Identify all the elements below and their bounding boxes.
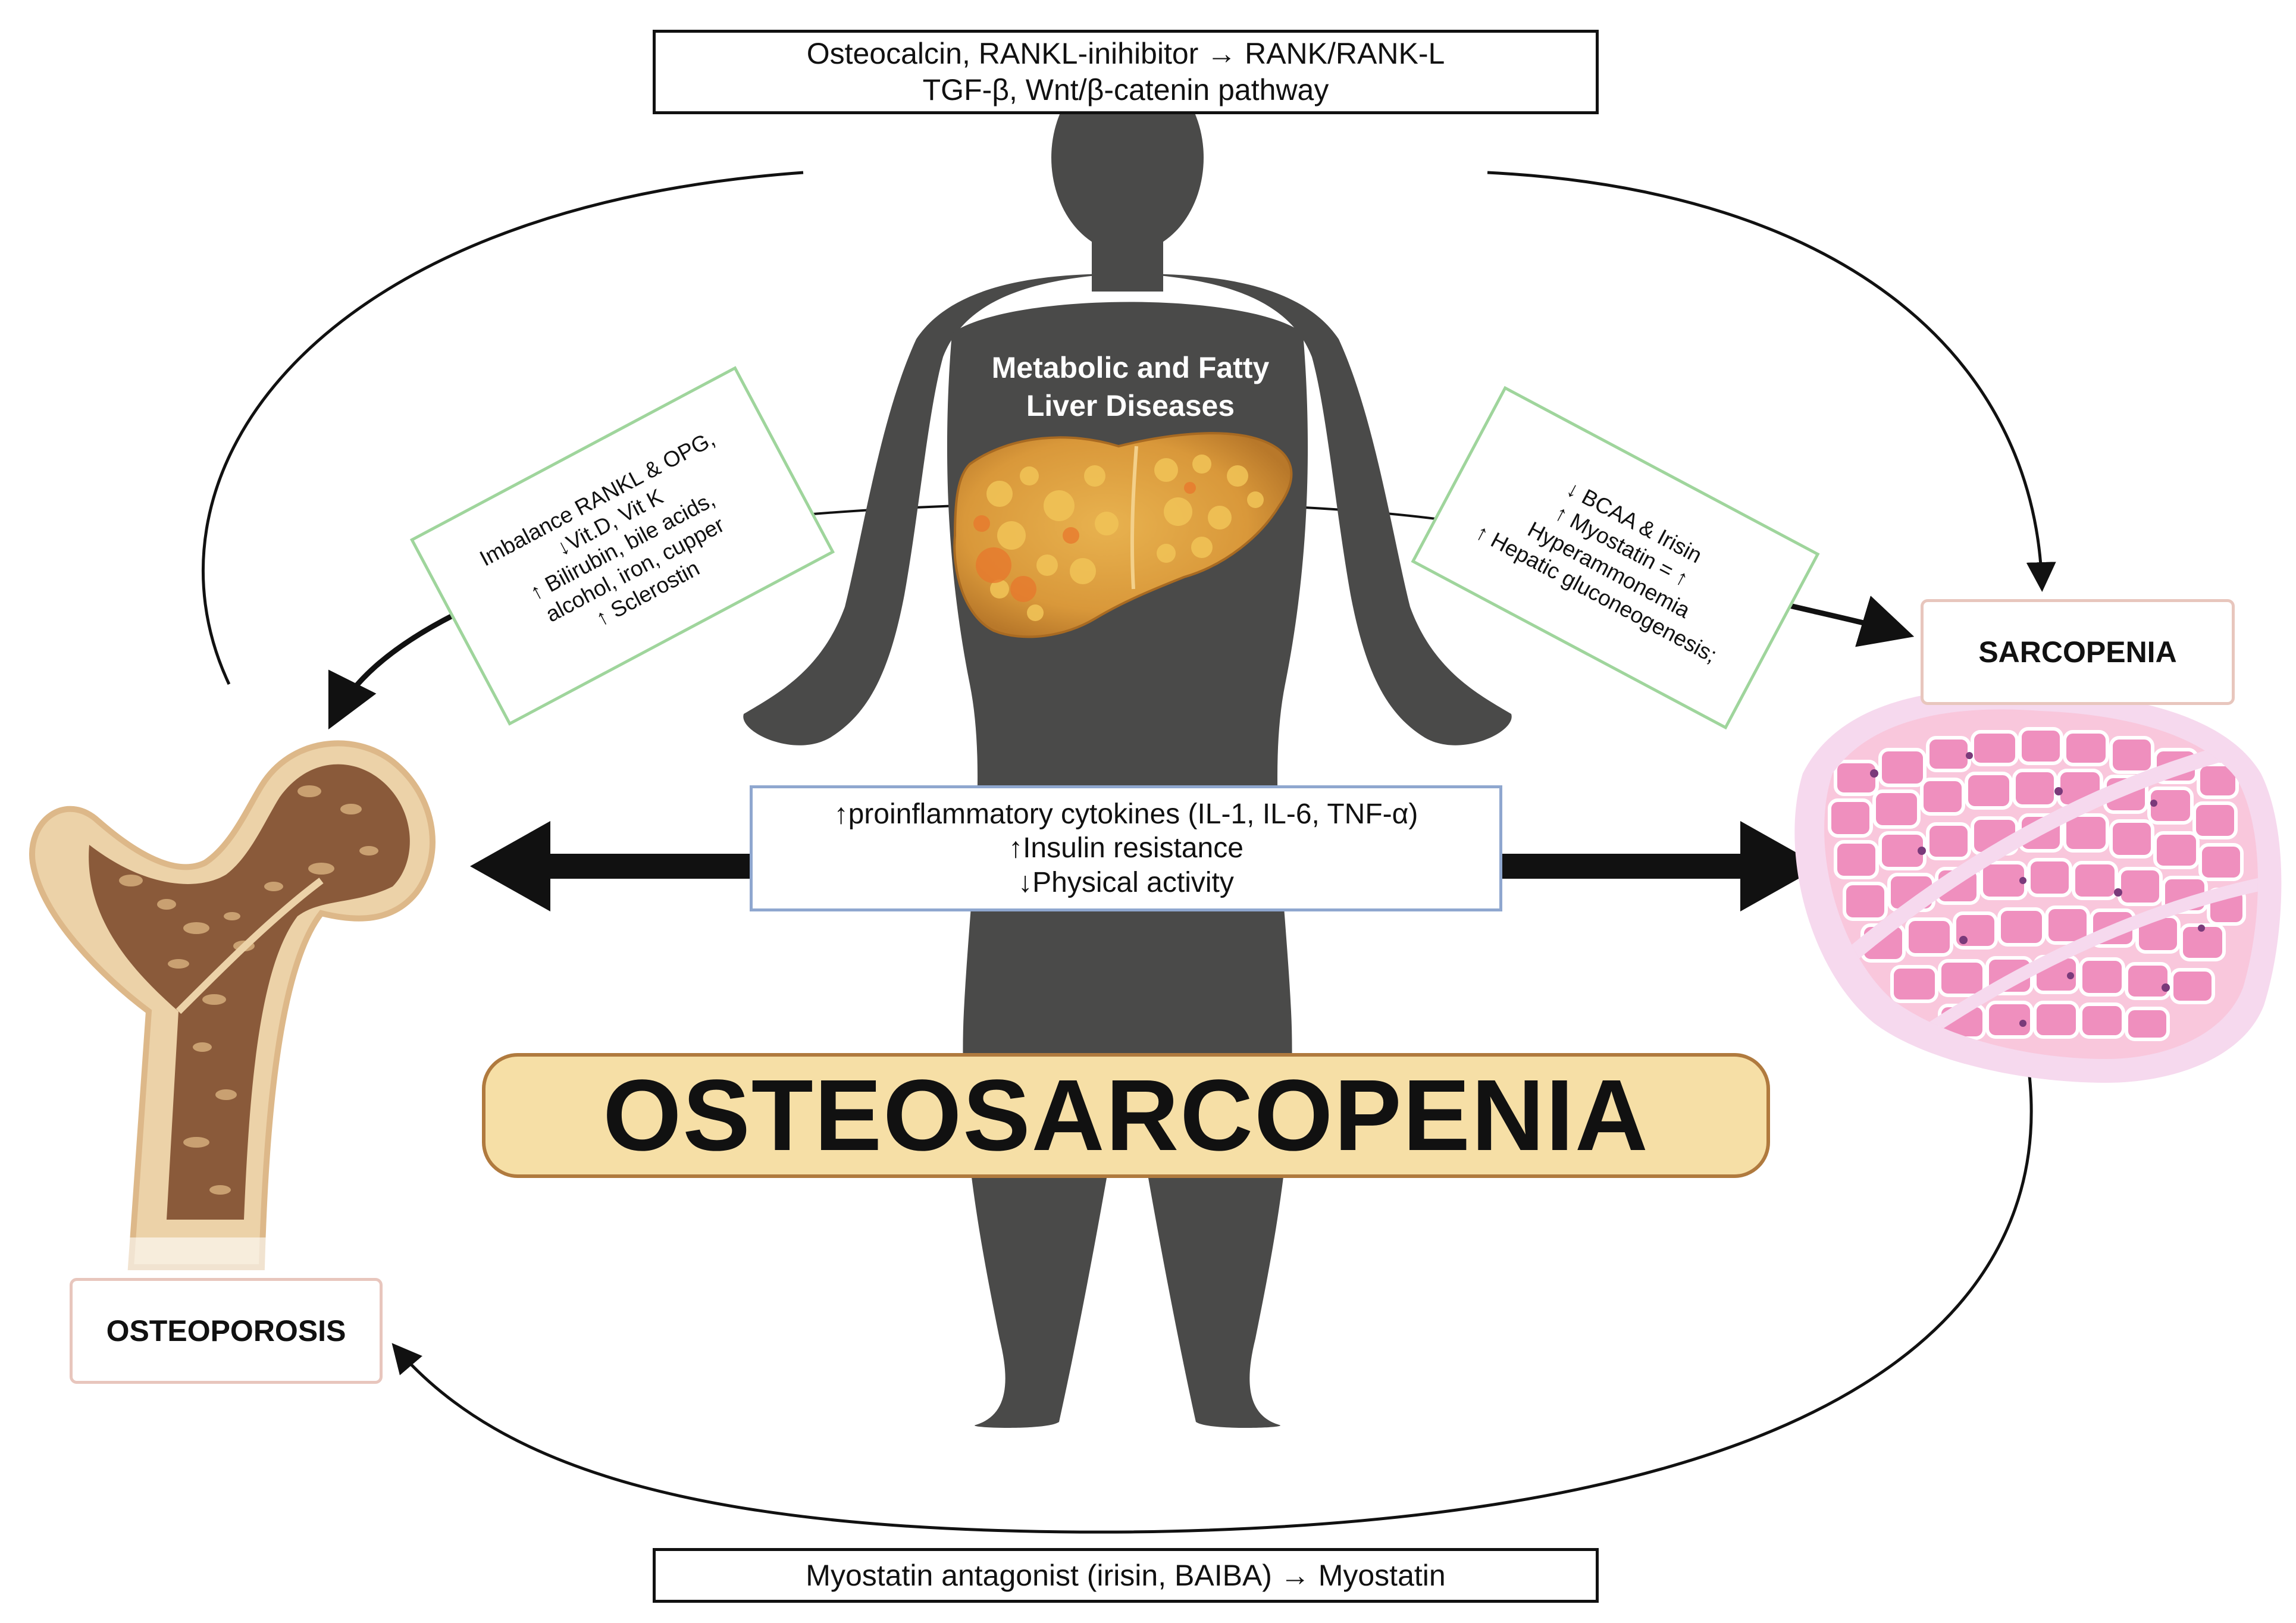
cycle-arc-top [202,171,804,685]
human-silhouette [743,62,1512,1428]
thick-arrow-left [470,821,753,911]
femur-illustration [29,740,436,1279]
cycle-arc-top-right [1487,171,2056,592]
muscle-illustration [1794,688,2282,1083]
thick-arrow-right [1501,821,1821,911]
liver-title-line-1: Metabolic and Fatty [991,351,1270,384]
cycle-arc-bottom [391,1049,2033,1534]
bottom-mechanism-box: Myostatin antagonist (irisin, BAIBA) → M… [653,1548,1599,1603]
liver-illustration [953,432,1293,638]
shared-mechanism-box: ↑proinflammatory cytokines (IL-1, IL-6, … [750,785,1502,911]
top-mechanism-box: Osteocalcin, RANKL-inihibitor → RANK/RAN… [653,30,1599,114]
top-box-line-1: Osteocalcin, RANKL-inihibitor → RANK/RAN… [806,37,1445,70]
liver-title: Metabolic and Fatty Liver Diseases [952,342,1309,431]
top-box-line-2: TGF-β, Wnt/β-catenin pathway [922,73,1329,106]
arrow-to-sarcopenia [1781,596,1915,647]
liver-title-line-2: Liver Diseases [1026,389,1235,422]
osteosarcopenia-label: OSTEOSARCOPENIA [482,1053,1770,1178]
osteoporosis-label: OSTEOPOROSIS [70,1278,383,1384]
shared-mechanism-line: ↑proinflammatory cytokines (IL-1, IL-6, … [834,798,1418,830]
bottom-box-text: Myostatin antagonist (irisin, BAIBA) → M… [806,1559,1446,1592]
shared-mechanism-line: ↑Insulin resistance [1008,832,1243,864]
arrow-to-osteoporosis [328,610,460,730]
sarcopenia-label: SARCOPENIA [1921,599,2235,705]
shared-mechanism-line: ↓Physical activity [1018,866,1234,898]
